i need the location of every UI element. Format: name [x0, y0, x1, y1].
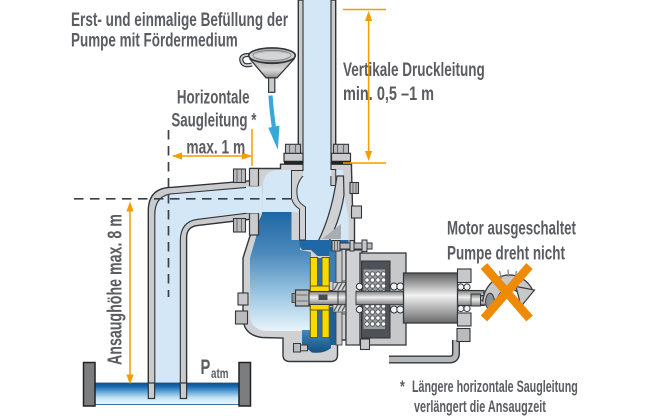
svg-text:Pumpe dreht nicht: Pumpe dreht nicht [447, 243, 565, 264]
svg-text:Saugleitung *: Saugleitung * [171, 110, 257, 131]
svg-text:max. 1 m: max. 1 m [186, 136, 245, 158]
svg-text:Ansaughöhe max. 8 m: Ansaughöhe max. 8 m [103, 214, 126, 365]
svg-text:P: P [201, 355, 211, 378]
svg-text:min. 0,5 –1 m: min. 0,5 –1 m [343, 83, 434, 104]
svg-text:atm: atm [211, 365, 228, 381]
svg-text:verlängert die Ansaugzeit: verlängert die Ansaugzeit [414, 397, 546, 416]
svg-text:Horizontale: Horizontale [177, 87, 250, 108]
svg-text:Pumpe mit Fördermedium: Pumpe mit Fördermedium [71, 30, 238, 51]
svg-text:Erst- und einmalige Befüllung: Erst- und einmalige Befüllung der [71, 10, 288, 31]
svg-text:*: * [400, 378, 405, 396]
svg-text:Motor ausgeschaltet: Motor ausgeschaltet [447, 218, 576, 239]
svg-text:Vertikale Druckleitung: Vertikale Druckleitung [343, 60, 485, 81]
svg-text:Längere horizontale Saugleitun: Längere horizontale Saugleitung [412, 377, 578, 396]
